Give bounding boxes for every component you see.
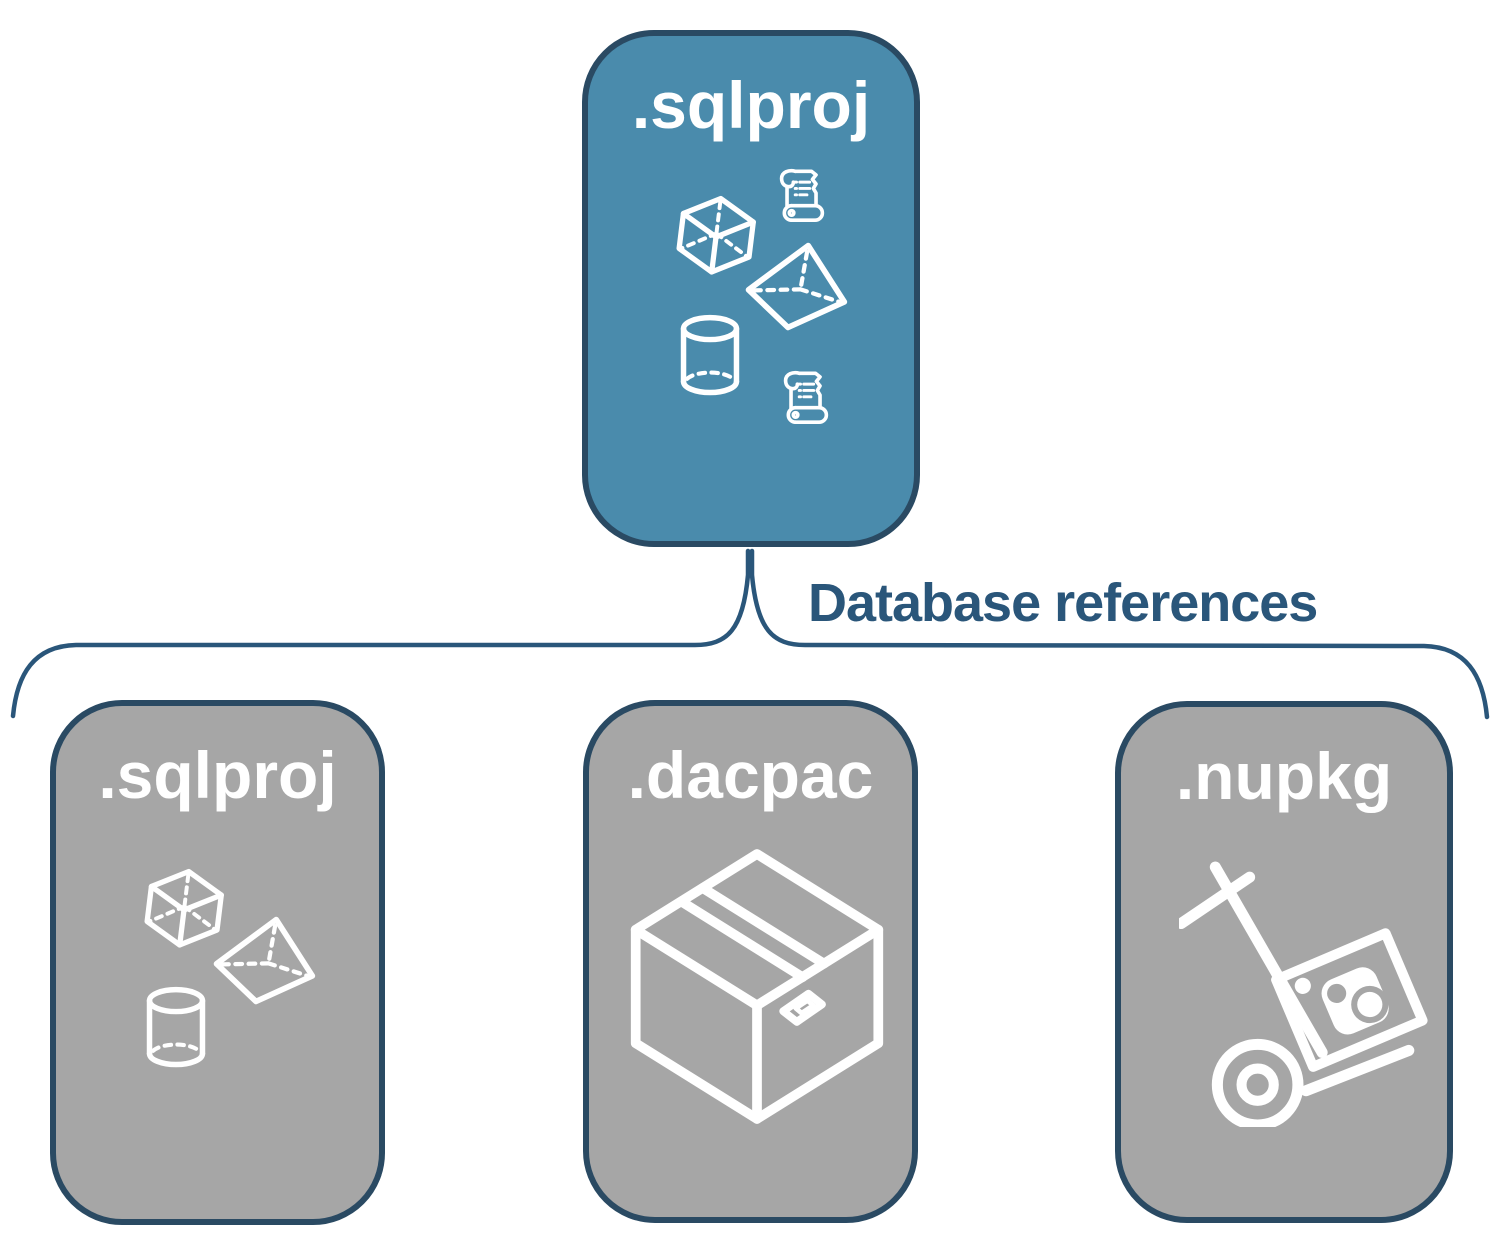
scroll-icon xyxy=(772,366,830,424)
cylinder-icon xyxy=(144,986,208,1070)
pyramid-icon xyxy=(206,905,325,1018)
handtruck-package-icon xyxy=(1179,855,1431,1127)
bottom-card-sqlproj: .sqlproj xyxy=(50,700,385,1225)
cylinder-icon xyxy=(678,314,742,398)
connector-label: Database references xyxy=(808,573,1318,633)
scroll-icon xyxy=(768,164,826,222)
bottom-card-nupkg: .nupkg xyxy=(1115,701,1453,1223)
bottom-card-dacpac: .dacpac xyxy=(583,700,918,1223)
top-card-title: .sqlproj xyxy=(631,68,871,142)
package-box-icon xyxy=(626,844,888,1126)
pyramid-icon xyxy=(738,231,857,344)
top-card-sqlproj: .sqlproj xyxy=(582,30,920,547)
bottom-card-dacpac-title: .dacpac xyxy=(627,738,874,812)
bottom-card-nupkg-title: .nupkg xyxy=(1175,739,1393,813)
bottom-card-sqlproj-title: .sqlproj xyxy=(98,738,337,812)
